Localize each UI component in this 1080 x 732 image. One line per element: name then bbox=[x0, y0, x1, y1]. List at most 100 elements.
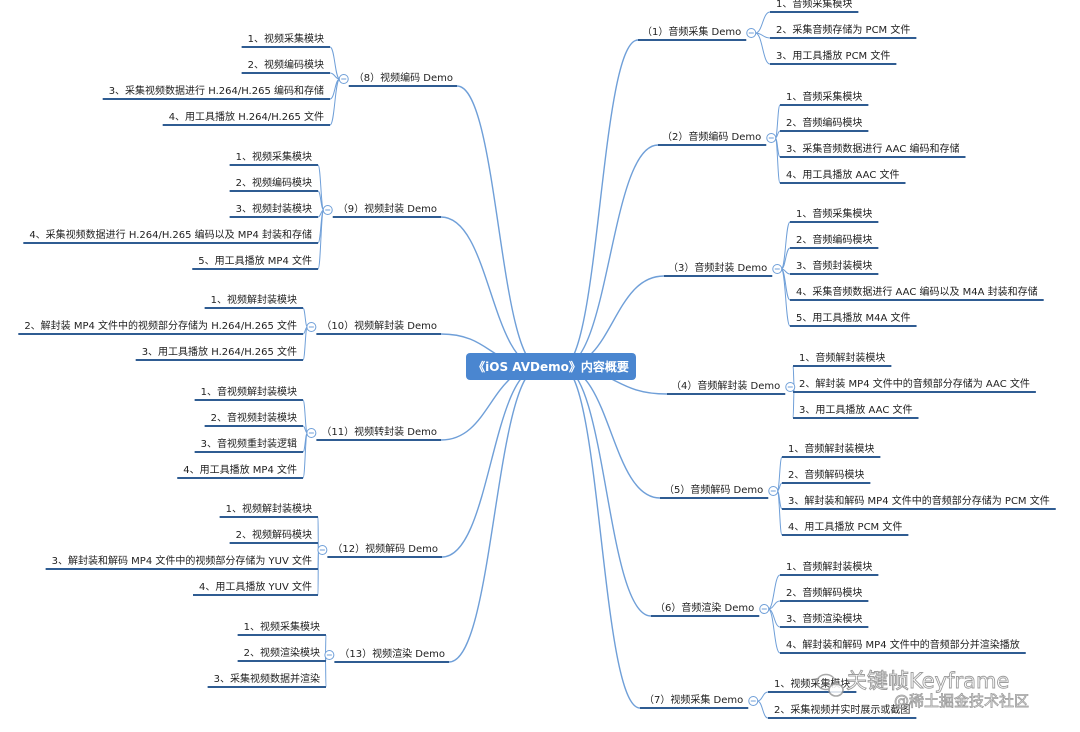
collapse-icon-right-4[interactable] bbox=[785, 382, 796, 392]
leaf-label-right-5-4: 4、用工具播放 PCM 文件 bbox=[788, 520, 902, 533]
collapse-icon-left-8[interactable] bbox=[338, 74, 349, 84]
leaf-connector-left bbox=[324, 654, 327, 688]
leaf-label-right-2-1: 1、音频采集模块 bbox=[786, 90, 862, 103]
leaf-connector-left bbox=[329, 46, 341, 80]
root-connector-right-7 bbox=[561, 366, 641, 709]
leaf-connector-left bbox=[302, 307, 308, 328]
collapse-icon-right-7[interactable] bbox=[748, 696, 759, 706]
leaf-label-right-5-2: 2、音频解码模块 bbox=[788, 468, 864, 481]
collapse-icon-right-2[interactable] bbox=[766, 133, 777, 143]
root-node[interactable]: 《iOS AVDemo》内容概要 bbox=[466, 353, 636, 380]
root-node-label: 《iOS AVDemo》内容概要 bbox=[473, 359, 629, 374]
leaf-label-left-9-1: 1、视频采集模块 bbox=[236, 150, 312, 163]
leaf-label-left-9-3: 3、视频封装模块 bbox=[236, 202, 312, 215]
branch-label-right-4: （4）音频解封装 Demo bbox=[671, 379, 780, 392]
leaf-label-right-2-4: 4、用工具播放 AAC 文件 bbox=[786, 168, 900, 181]
root-connector-left-9 bbox=[440, 216, 541, 368]
leaf-label-right-4-3: 3、用工具播放 AAC 文件 bbox=[799, 403, 913, 416]
leaf-label-right-1-1: 1、音频采集模块 bbox=[776, 0, 852, 10]
leaf-label-left-8-2: 2、视频编码模块 bbox=[248, 58, 324, 71]
leaf-label-left-9-4: 4、采集视频数据进行 H.264/H.265 编码以及 MP4 封装和存储 bbox=[29, 228, 312, 241]
leaf-label-right-1-2: 2、采集音频存储为 PCM 文件 bbox=[776, 23, 910, 36]
leaf-label-right-6-1: 1、音频解封装模块 bbox=[786, 560, 872, 573]
node-layer: （1）音频采集 Demo 1、音频采集模块 2、采集音频存储为 PCM 文件 3、用工… bbox=[18, 0, 1056, 719]
collapse-icon-right-5[interactable] bbox=[768, 486, 779, 496]
leaf-connector-right bbox=[781, 247, 791, 270]
leaf-label-right-2-2: 2、音频编码模块 bbox=[786, 116, 862, 129]
leaf-connector-right bbox=[774, 104, 781, 139]
branch-label-right-5: （5）音频解码 Demo bbox=[664, 483, 763, 496]
leaf-connector-right bbox=[780, 221, 791, 270]
collapse-icon-right-6[interactable] bbox=[759, 604, 770, 614]
leaf-label-left-11-2: 2、音视频封装模块 bbox=[211, 411, 297, 424]
collapse-icon-left-11[interactable] bbox=[306, 428, 317, 438]
leaf-label-left-10-3: 3、用工具播放 H.264/H.265 文件 bbox=[142, 345, 297, 358]
leaf-connector-right bbox=[757, 691, 769, 702]
leaf-label-left-12-2: 2、视频解码模块 bbox=[236, 528, 312, 541]
leaf-label-left-10-2: 2、解封装 MP4 文件中的视频部分存储为 H.264/H.265 文件 bbox=[24, 319, 297, 332]
collapse-icon-left-12[interactable] bbox=[317, 545, 328, 555]
leaf-label-left-11-4: 4、用工具播放 MP4 文件 bbox=[183, 463, 297, 476]
branch-label-left-10: （10）视频解封装 Demo bbox=[321, 319, 437, 332]
branch-label-right-2: （2）音频编码 Demo bbox=[662, 130, 761, 143]
leaf-label-left-12-4: 4、用工具播放 YUV 文件 bbox=[199, 580, 312, 593]
branch-label-right-6: （6）音频渲染 Demo bbox=[655, 601, 754, 614]
leaf-label-right-1-3: 3、用工具播放 PCM 文件 bbox=[776, 49, 890, 62]
leaf-label-left-9-2: 2、视频编码模块 bbox=[236, 176, 312, 189]
leaf-label-left-8-1: 1、视频采集模块 bbox=[248, 32, 324, 45]
leaf-label-left-12-3: 3、解封装和解码 MP4 文件中的视频部分存储为 YUV 文件 bbox=[52, 554, 312, 567]
collapse-icon-left-13[interactable] bbox=[324, 650, 335, 660]
leaf-label-left-13-1: 1、视频采集模块 bbox=[244, 620, 320, 633]
leaf-label-left-8-3: 3、采集视频数据进行 H.264/H.265 编码和存储 bbox=[109, 84, 324, 97]
leaf-connector-right bbox=[767, 574, 781, 610]
leaf-connector-left bbox=[329, 78, 341, 126]
leaf-connector-right bbox=[767, 608, 781, 654]
branch-label-left-9: （9）视频封装 Demo bbox=[338, 202, 437, 215]
branch-label-left-11: （11）视频转封装 Demo bbox=[321, 425, 437, 438]
leaf-connector-right bbox=[780, 268, 791, 327]
collapse-icon-right-3[interactable] bbox=[772, 264, 783, 274]
leaf-label-left-13-3: 3、采集视频数据并渲染 bbox=[214, 672, 320, 685]
root-connector-right-1 bbox=[561, 39, 639, 368]
wechat-icon bbox=[816, 673, 844, 697]
watermark-title: 关键帧Keyframe bbox=[846, 669, 1009, 693]
leaf-label-left-11-3: 3、音视频重封装逻辑 bbox=[201, 437, 297, 450]
leaf-label-right-3-4: 4、采集音频数据进行 AAC 编码以及 M4A 封装和存储 bbox=[796, 285, 1038, 298]
leaf-label-right-5-1: 1、音频解封装模块 bbox=[788, 442, 874, 455]
leaf-connector-right bbox=[755, 32, 771, 65]
leaf-label-right-3-2: 2、音频编码模块 bbox=[796, 233, 872, 246]
collapse-icon-left-10[interactable] bbox=[306, 322, 317, 332]
leaf-label-right-5-3: 3、解封装和解码 MP4 文件中的音频部分存储为 PCM 文件 bbox=[788, 494, 1050, 507]
branch-label-left-13: （13）视频渲染 Demo bbox=[339, 647, 445, 660]
branch-label-right-3: （3）音频封装 Demo bbox=[668, 261, 767, 274]
leaf-connector-left bbox=[329, 72, 340, 80]
leaf-label-right-3-3: 3、音频封装模块 bbox=[796, 259, 872, 272]
leaf-label-right-2-3: 3、采集音频数据进行 AAC 编码和存储 bbox=[786, 142, 960, 155]
leaf-label-left-8-4: 4、用工具播放 H.264/H.265 文件 bbox=[169, 110, 324, 123]
leaf-label-right-3-1: 1、音频采集模块 bbox=[796, 207, 872, 220]
collapse-icon-left-9[interactable] bbox=[322, 205, 333, 215]
leaf-label-left-13-2: 2、视频渲染模块 bbox=[244, 646, 320, 659]
leaf-label-left-10-1: 1、视频解封装模块 bbox=[211, 293, 297, 306]
leaf-label-right-7-2: 2、采集视频并实时展示或截图 bbox=[774, 703, 910, 716]
leaf-label-right-6-4: 4、解封装和解码 MP4 文件中的音频部分并渲染播放 bbox=[786, 638, 1020, 651]
root-connector-right-2 bbox=[561, 144, 659, 368]
leaf-connector-right bbox=[755, 11, 771, 34]
leaf-label-right-4-2: 2、解封装 MP4 文件中的音频部分存储为 AAC 文件 bbox=[799, 377, 1030, 390]
root-node-box bbox=[466, 353, 636, 380]
leaf-label-right-3-5: 5、用工具播放 M4A 文件 bbox=[796, 311, 911, 324]
branch-label-right-1: （1）音频采集 Demo bbox=[642, 25, 741, 38]
root-connector-left-13 bbox=[448, 366, 541, 663]
leaf-connector-right bbox=[768, 600, 781, 610]
leaf-label-left-11-1: 1、音视频解封装模块 bbox=[201, 385, 297, 398]
collapse-icon-right-1[interactable] bbox=[746, 28, 757, 38]
leaf-label-right-4-1: 1、音频解封装模块 bbox=[799, 351, 885, 364]
leaf-label-left-12-1: 1、视频解封装模块 bbox=[226, 502, 312, 515]
leaf-connector-left bbox=[317, 209, 325, 270]
leaf-label-right-6-2: 2、音频解码模块 bbox=[786, 586, 862, 599]
branch-label-right-7: （7）视频采集 Demo bbox=[644, 693, 743, 706]
watermark-site: @稀土掘金技术社区 bbox=[894, 692, 1029, 710]
leaf-label-left-9-5: 5、用工具播放 MP4 文件 bbox=[198, 254, 312, 267]
